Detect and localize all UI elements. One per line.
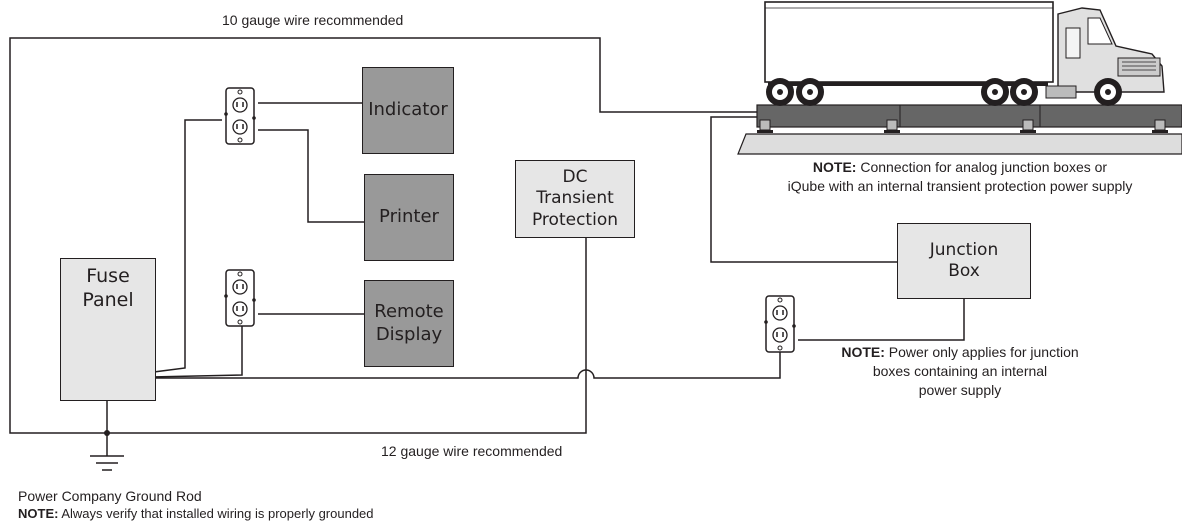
power-note-line1: Power only applies for junction (888, 344, 1079, 360)
analog-note-line2: iQube with an internal transient protect… (787, 178, 1133, 194)
truck-scale-icon (737, 104, 1182, 155)
dc-label-line2: Transient (536, 188, 614, 209)
fuse-panel-label-line2: Panel (82, 288, 134, 311)
power-note-line3: power supply (918, 382, 1002, 398)
ground-rod-label: Power Company Ground Rod (18, 488, 202, 504)
ground-verify-note: NOTE: Always verify that installed wirin… (18, 506, 374, 522)
dc-label-line1: DC (562, 167, 588, 188)
printer-box: Printer (364, 174, 454, 261)
junction-box: Junction Box (897, 223, 1031, 299)
ground-verify-text: Always verify that installed wiring is p… (61, 506, 374, 521)
analog-note-line1: Connection for analog junction boxes or (860, 159, 1108, 175)
ground-symbol-icon (90, 455, 124, 471)
duplex-outlet-icon (763, 295, 797, 353)
remote-display-label-line1: Remote (374, 301, 444, 322)
top-wire-label: 10 gauge wire recommended (222, 12, 404, 28)
power-only-note: NOTE: Power only applies for junction bo… (810, 343, 1110, 400)
fuse-panel-label-line1: Fuse (86, 265, 130, 287)
indicator-label: Indicator (368, 99, 448, 121)
dc-label-line3: Protection (531, 209, 618, 230)
remote-display-label-line2: Display (375, 323, 443, 345)
bottom-wire-label: 12 gauge wire recommended (381, 443, 563, 459)
remote-display-box: Remote Display (364, 280, 454, 367)
semi-truck-icon (764, 1, 1165, 106)
note-prefix: NOTE: (841, 344, 885, 360)
fuse-panel-box: Fuse Panel (60, 258, 156, 401)
note-prefix: NOTE: (18, 506, 59, 521)
note-prefix: NOTE: (812, 159, 857, 175)
indicator-box: Indicator (362, 67, 454, 154)
junction-box-label-line1: Junction (929, 239, 999, 260)
duplex-outlet-icon (223, 269, 257, 327)
dc-transient-protection-box: DC Transient Protection (515, 160, 635, 238)
analog-connection-note: NOTE: Connection for analog junction box… (750, 158, 1170, 196)
junction-box-label-line2: Box (948, 261, 980, 281)
power-note-line2: boxes containing an internal (872, 363, 1048, 379)
printer-label: Printer (379, 206, 439, 228)
duplex-outlet-icon (223, 87, 257, 145)
